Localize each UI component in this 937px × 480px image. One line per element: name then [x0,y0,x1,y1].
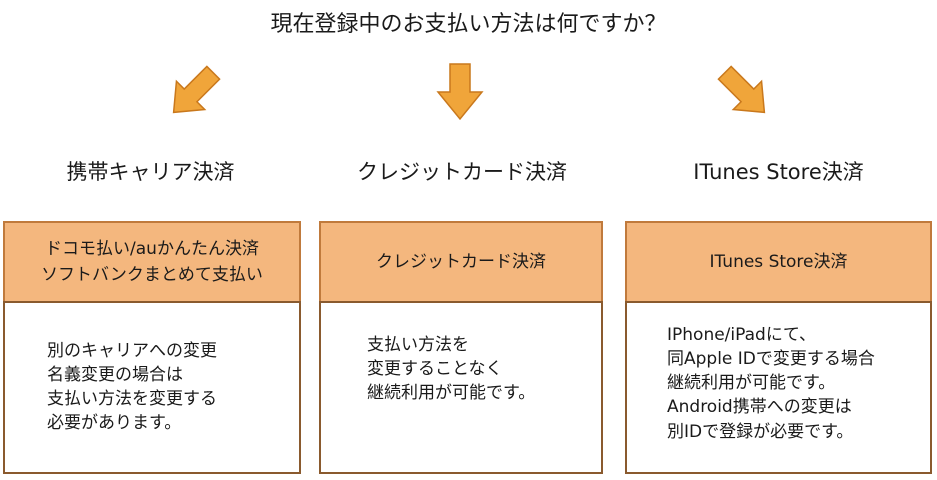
body-line: 名義変更の場合は [47,365,183,386]
body-line: IPhone/iPadにて、 [667,325,816,345]
header-line: ソフトバンクまとめて支払い [41,265,263,285]
body-box-credit: 支払い方法を 変更することなく 継続利用が可能です。 [319,301,603,474]
arrow-down-left-icon [162,62,222,126]
body-line: 別のキャリアへの変更 [47,341,217,361]
body-line: 変更することなく [367,359,503,380]
body-line: Android携帯への変更は [667,397,852,418]
column-label-carrier: 携帯キャリア決済 [66,160,235,184]
body-line: 必要があります。 [47,413,182,434]
body-box-itunes: IPhone/iPadにて、 同Apple IDで変更する場合 継続利用が可能で… [625,301,932,474]
question-title: 現在登録中のお支払い方法は何ですか？ [270,12,667,37]
header-box-itunes: ITunes Store決済 [625,221,932,303]
column-label-credit: クレジットカード決済 [357,160,567,184]
column-label-itunes: ITunes Store決済 [693,160,864,184]
header-line: ドコモ払い/auかんたん決済 [45,238,259,259]
header-line: ITunes Store決済 [709,251,848,272]
header-box-credit: クレジットカード決済 [319,221,603,303]
body-box-carrier: 別のキャリアへの変更 名義変更の場合は 支払い方法を変更する 必要があります。 [3,301,301,474]
body-line: 支払い方法を [367,335,469,355]
body-line: 別IDで登録が必要です。 [667,421,854,442]
body-line: 同Apple IDで変更する場合 [667,349,875,370]
body-line: 支払い方法を変更する [47,389,217,410]
body-line: 継続利用が可能です。 [667,373,836,394]
arrow-down-right-icon [716,62,776,126]
header-box-carrier: ドコモ払い/auかんたん決済 ソフトバンクまとめて支払い [3,221,301,303]
header-line: クレジットカード決済 [376,251,546,272]
arrow-down-icon [436,62,484,122]
body-line: 継続利用が可能です。 [367,383,536,404]
